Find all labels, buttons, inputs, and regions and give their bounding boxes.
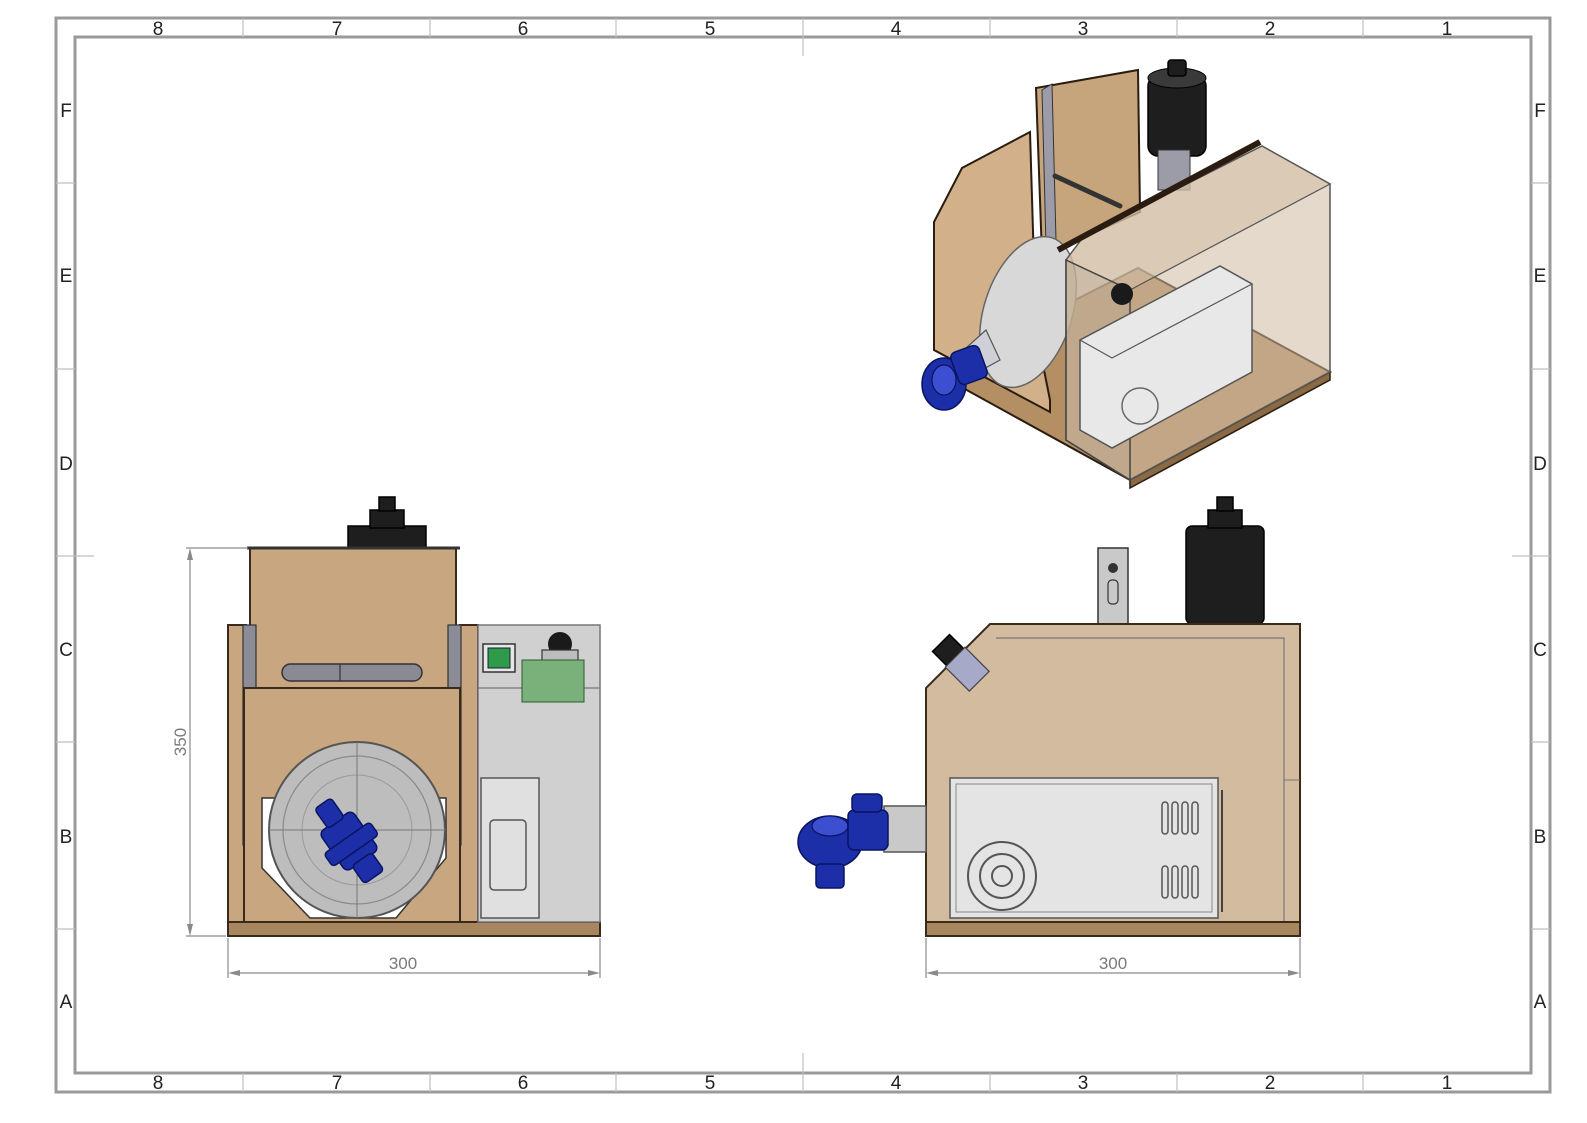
zone-col-3-top: 3 xyxy=(1078,19,1089,40)
motor-cap xyxy=(347,496,427,549)
fan-grille xyxy=(967,841,1037,911)
zone-col-1-bottom: 1 xyxy=(1442,1073,1453,1094)
right-zone-dividers xyxy=(1512,182,1550,930)
zone-col-6-top: 6 xyxy=(518,19,529,40)
top-zone-dividers xyxy=(242,18,1364,56)
zone-row-F-left: F xyxy=(60,101,72,122)
motor xyxy=(1185,496,1265,625)
zone-row-D-left: D xyxy=(59,454,73,475)
iso-knob xyxy=(1111,283,1133,305)
zone-col-2-top: 2 xyxy=(1265,19,1276,40)
iso-motor xyxy=(1147,59,1207,191)
slot xyxy=(281,663,423,682)
left-zone-dividers xyxy=(56,182,94,930)
chamfer-knob xyxy=(931,633,990,692)
front-view: 350 300 xyxy=(171,496,601,978)
zone-col-5-top: 5 xyxy=(705,19,716,40)
zone-row-E-right: E xyxy=(1534,266,1547,287)
blue-fitting xyxy=(315,798,384,884)
psu-unit xyxy=(949,777,1219,919)
dim-width-front: 300 xyxy=(389,954,417,973)
side-base-plate xyxy=(925,921,1301,937)
zone-row-D-right: D xyxy=(1533,454,1547,475)
base-plate xyxy=(227,921,601,937)
zone-row-E-left: E xyxy=(60,266,73,287)
zone-col-7-top: 7 xyxy=(332,19,343,40)
zone-row-F-right: F xyxy=(1534,101,1546,122)
isometric-view xyxy=(921,59,1333,490)
zone-col-2-bottom: 2 xyxy=(1265,1073,1276,1094)
dim-height-front: 350 xyxy=(171,728,190,756)
bottom-zone-dividers xyxy=(242,1053,1364,1092)
side-blue-fitting xyxy=(797,793,889,889)
zone-row-A-right: A xyxy=(1534,992,1547,1013)
pcb-board xyxy=(521,659,585,703)
zone-col-3-bottom: 3 xyxy=(1078,1073,1089,1094)
zone-row-B-left: B xyxy=(60,827,73,848)
right-zone-labels: F E D C B A xyxy=(1533,101,1547,1013)
nozzle xyxy=(883,805,927,853)
vent-slots xyxy=(1161,801,1199,899)
zone-col-4-bottom: 4 xyxy=(891,1073,902,1094)
zone-col-4-top: 4 xyxy=(891,19,902,40)
bottom-zone-labels: 8 7 6 5 4 3 2 1 xyxy=(153,1073,1453,1094)
zone-col-8-top: 8 xyxy=(153,19,164,40)
dim-width-side: 300 xyxy=(1099,954,1127,973)
zone-col-5-bottom: 5 xyxy=(705,1073,716,1094)
zone-col-7-bottom: 7 xyxy=(332,1073,343,1094)
switch-post xyxy=(1097,547,1129,625)
left-zone-labels: F E D C B A xyxy=(59,101,73,1013)
top-zone-labels: 8 7 6 5 4 3 2 1 xyxy=(153,19,1453,40)
right-side-rail xyxy=(459,624,479,926)
iso-blue-fitting xyxy=(921,344,988,411)
zone-col-6-bottom: 6 xyxy=(518,1073,529,1094)
zone-col-1-top: 1 xyxy=(1442,19,1453,40)
zone-row-C-right: C xyxy=(1533,640,1547,661)
zone-row-C-left: C xyxy=(59,640,73,661)
zone-col-8-bottom: 8 xyxy=(153,1073,164,1094)
side-view: 300 xyxy=(797,496,1301,978)
zone-row-A-left: A xyxy=(60,992,73,1013)
zone-row-B-right: B xyxy=(1534,827,1547,848)
